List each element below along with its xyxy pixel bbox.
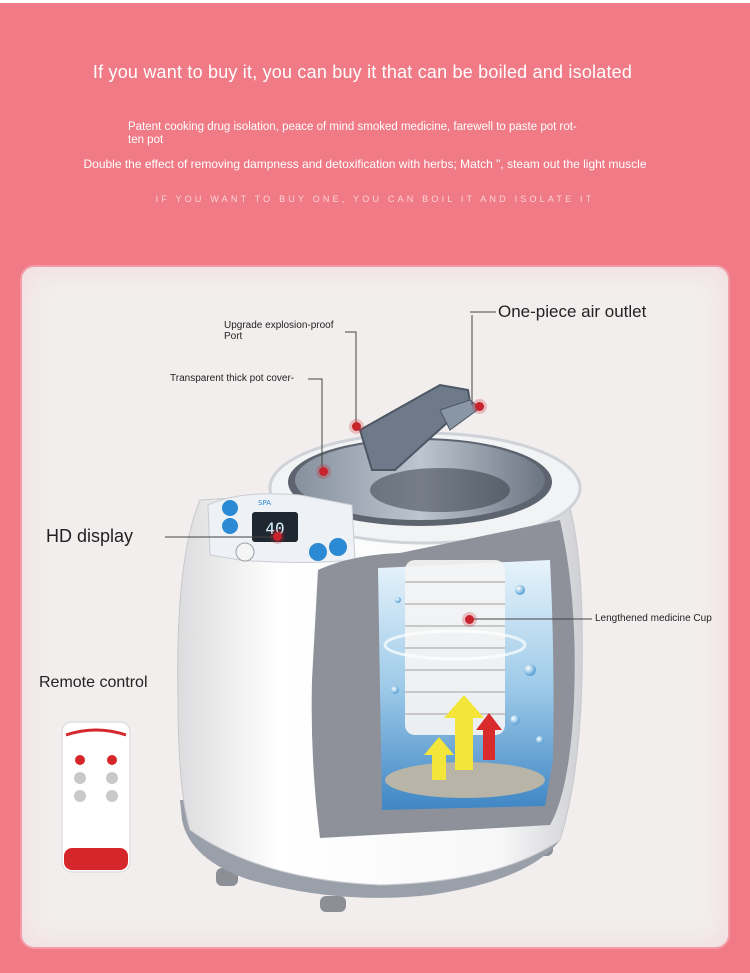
callout-dot-pot-cover (319, 467, 328, 476)
subtitle-line-1-continued: ten pot (128, 134, 164, 146)
subtitle-line-1-text: Patent cooking drug isolation, peace of … (128, 121, 577, 133)
product-panel (20, 265, 730, 949)
headline: If you want to buy it, you can buy it th… (92, 62, 633, 82)
label-explosion-port: Upgrade explosion-proof Port (224, 320, 334, 342)
label-explosion-port-line1: Upgrade explosion-proof (224, 320, 334, 331)
subtitle-line-1: Patent cooking drug isolation, peace of … (128, 121, 628, 147)
subtitle-line-2: Double the effect of removing dampness a… (83, 157, 647, 171)
callout-dot-explosion-port (352, 422, 361, 431)
callout-dot-medicine-cup (465, 615, 474, 624)
label-explosion-port-line2: Port (224, 331, 243, 342)
faded-text-line (70, 97, 680, 103)
label-medicine-cup: Lengthened medicine Cup (595, 613, 712, 624)
label-remote-control: Remote control (39, 674, 148, 691)
top-border (0, 0, 750, 3)
label-hd-display: HD display (46, 526, 134, 546)
callout-dot-air-outlet (475, 402, 484, 411)
caps-tagline: IF YOU WANT TO BUY ONE, YOU CAN BOIL IT … (155, 194, 595, 204)
callout-dot-hd-display (273, 532, 282, 541)
label-air-outlet: One-piece air outlet (498, 302, 647, 321)
label-pot-cover: Transparent thick pot cover- (170, 373, 295, 384)
